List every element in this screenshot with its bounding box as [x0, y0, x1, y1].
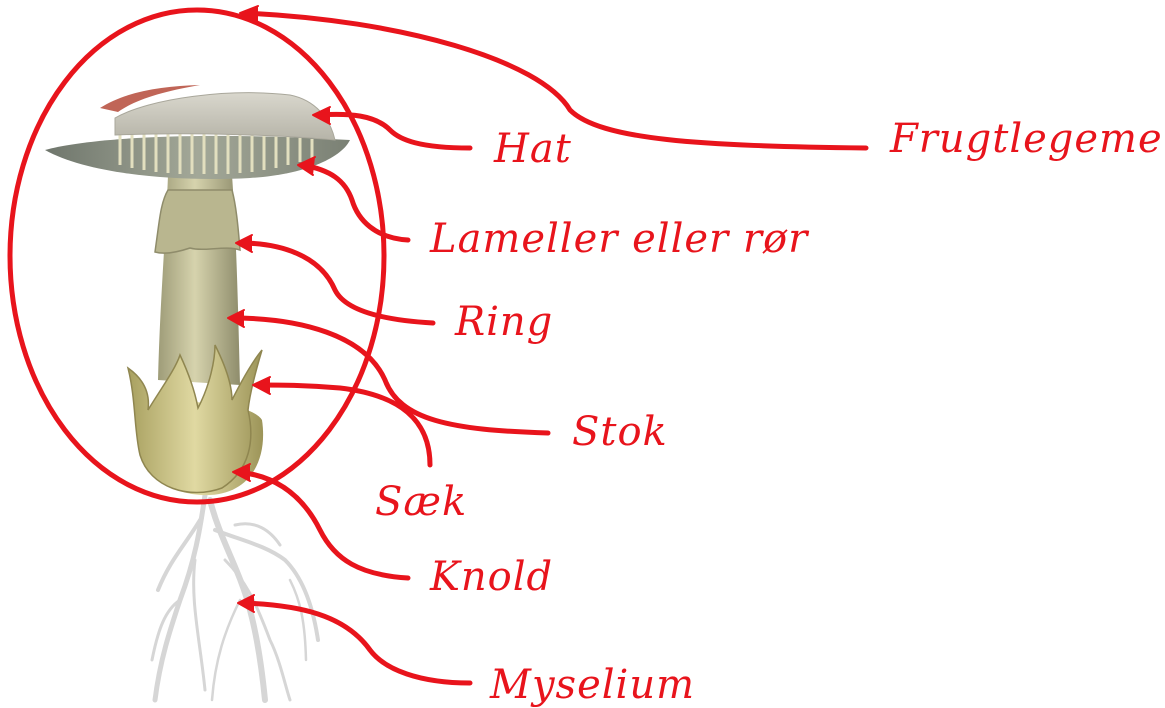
- arrowhead-saek: [253, 377, 270, 394]
- label-lameller: Lameller eller rør: [429, 216, 810, 262]
- leader-myselium: [242, 603, 470, 683]
- label-myselium: Myselium: [489, 662, 695, 708]
- labels: Frugtlegeme Hat Lameller eller rør Ring …: [375, 116, 1163, 708]
- cap-top: [115, 93, 335, 140]
- label-hat: Hat: [493, 126, 572, 172]
- mycelium-threads: [152, 495, 318, 700]
- label-saek: Sæk: [375, 479, 467, 525]
- label-knold: Knold: [429, 554, 553, 600]
- leader-lameller: [303, 165, 408, 240]
- leader-saek: [258, 385, 430, 465]
- cap-underside: [45, 136, 350, 179]
- label-stok: Stok: [572, 409, 668, 455]
- label-ring: Ring: [454, 299, 553, 345]
- label-frugtlegeme: Frugtlegeme: [889, 116, 1163, 162]
- leader-ring: [240, 243, 433, 323]
- ring-shape: [155, 190, 240, 253]
